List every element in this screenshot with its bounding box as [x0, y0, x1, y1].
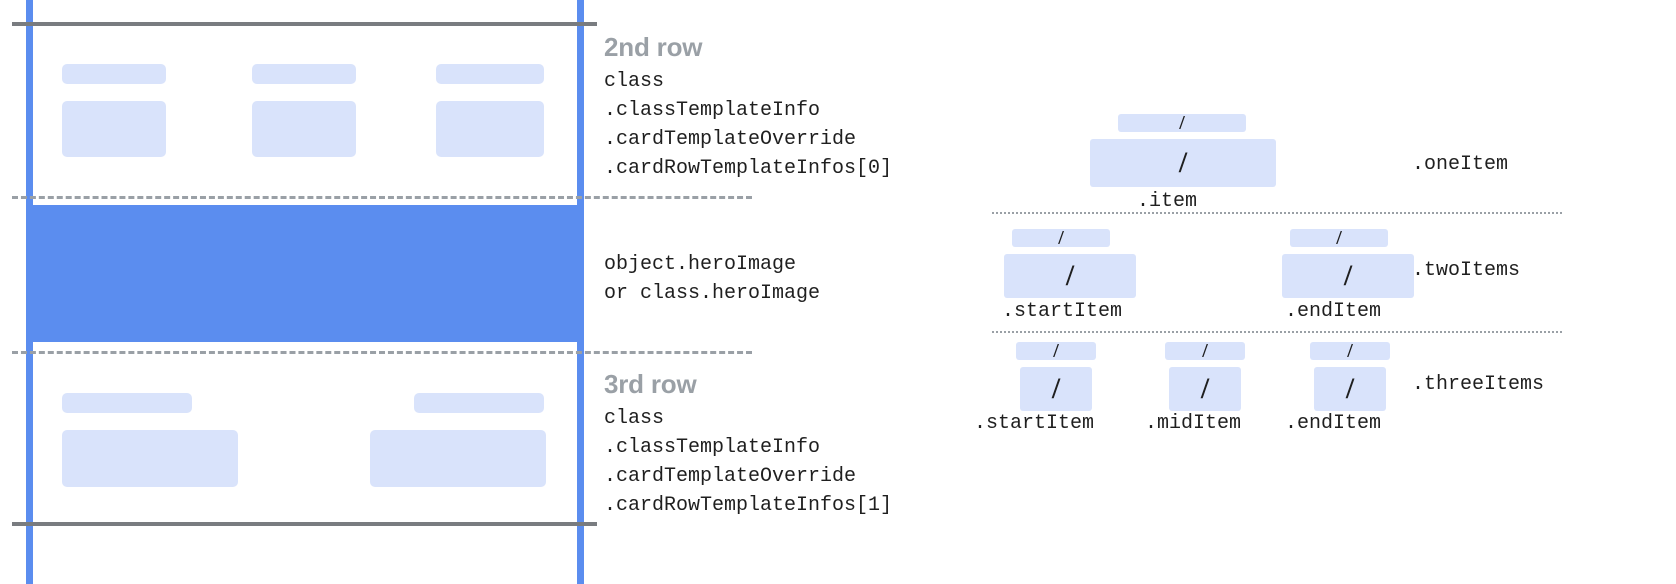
- callout-second-row: 2nd row class .classTemplateInfo .cardTe…: [604, 32, 892, 183]
- item-label-two-end: .endItem: [1285, 300, 1382, 323]
- slash-glyph: /: [1058, 227, 1064, 249]
- hero-image-band: [29, 205, 581, 342]
- horizontal-rule-top: [12, 22, 597, 26]
- skeleton-value-r2-c2: [252, 101, 356, 157]
- callout-second-row-line-3: .cardRowTemplateInfos[0]: [604, 156, 893, 180]
- callout-second-row-line-2: .cardTemplateOverride: [604, 127, 857, 151]
- item-label-three-mid: .midItem: [1145, 412, 1242, 435]
- item-cell-one-item: / /: [1090, 112, 1276, 187]
- skeleton-value-r3-c1: [62, 430, 238, 487]
- callout-hero-line-0: object.heroImage: [604, 253, 797, 276]
- callout-third-row-line-2: .cardTemplateOverride: [604, 464, 857, 488]
- item-top-bar: /: [1012, 227, 1110, 249]
- item-top-bar: /: [1118, 112, 1246, 134]
- slash-glyph: /: [1053, 340, 1059, 362]
- dashed-divider-above-hero: [12, 196, 752, 199]
- skeleton-value-r3-c2: [370, 430, 546, 487]
- skeleton-label-r3-c1: [62, 393, 192, 413]
- item-label-item: .item: [1137, 190, 1198, 213]
- callout-second-row-line-0: class: [604, 69, 665, 93]
- group-separator-1: [992, 212, 1562, 214]
- item-top-bar: /: [1016, 340, 1096, 362]
- item-top-bar: /: [1310, 340, 1390, 362]
- skeleton-value-r2-c1: [62, 101, 166, 157]
- slash-glyph: /: [1065, 259, 1075, 292]
- callout-hero-image: object.heroImage or class.heroImage: [604, 250, 820, 308]
- skeleton-label-r2-c3: [436, 64, 544, 84]
- item-main-box: /: [1020, 367, 1092, 411]
- item-cell-three-end: / /: [1310, 340, 1390, 411]
- group-separator-2: [992, 331, 1562, 333]
- slash-glyph: /: [1200, 372, 1210, 405]
- item-label-two-start: .startItem: [1002, 300, 1123, 323]
- dashed-divider-below-hero: [12, 351, 752, 354]
- callout-third-row-line-1: .classTemplateInfo: [604, 435, 821, 459]
- item-top-bar: /: [1165, 340, 1245, 362]
- item-top-bar: /: [1290, 227, 1388, 249]
- item-main-box: /: [1169, 367, 1241, 411]
- item-main-box: /: [1314, 367, 1386, 411]
- item-cell-two-end: / /: [1282, 227, 1414, 298]
- slash-glyph: /: [1179, 112, 1185, 134]
- item-layout-diagram: / / .item .oneItem / / .startItem / /: [960, 0, 1676, 584]
- slash-glyph: /: [1343, 259, 1353, 292]
- slash-glyph: /: [1347, 340, 1353, 362]
- group-label-three-items: .threeItems: [1412, 373, 1545, 396]
- skeleton-label-r2-c2: [252, 64, 356, 84]
- callout-third-row-heading: 3rd row: [604, 369, 697, 399]
- item-cell-two-start: / /: [1004, 227, 1136, 298]
- skeleton-label-r2-c1: [62, 64, 166, 84]
- callout-third-row: 3rd row class .classTemplateInfo .cardTe…: [604, 369, 892, 520]
- slash-glyph: /: [1345, 372, 1355, 405]
- slash-glyph: /: [1051, 372, 1061, 405]
- skeleton-label-r3-c2: [414, 393, 544, 413]
- card-template-diagram: [0, 0, 752, 584]
- item-label-three-end: .endItem: [1285, 412, 1382, 435]
- slash-glyph: /: [1336, 227, 1342, 249]
- skeleton-value-r2-c3: [436, 101, 544, 157]
- item-main-box: /: [1090, 139, 1276, 187]
- item-cell-three-start: / /: [1016, 340, 1096, 411]
- item-cell-three-mid: / /: [1165, 340, 1245, 411]
- item-main-box: /: [1282, 254, 1414, 298]
- callout-third-row-line-0: class: [604, 406, 665, 430]
- group-label-two-items: .twoItems: [1412, 259, 1521, 282]
- callout-third-row-line-3: .cardRowTemplateInfos[1]: [604, 493, 893, 517]
- callout-second-row-line-1: .classTemplateInfo: [604, 98, 821, 122]
- callout-hero-line-1: or class.heroImage: [604, 282, 821, 305]
- callout-second-row-heading: 2nd row: [604, 32, 703, 62]
- group-label-one-item: .oneItem: [1412, 153, 1509, 176]
- slash-glyph: /: [1178, 146, 1188, 179]
- horizontal-rule-bottom: [12, 522, 597, 526]
- slash-glyph: /: [1202, 340, 1208, 362]
- item-main-box: /: [1004, 254, 1136, 298]
- item-label-three-start: .startItem: [974, 412, 1095, 435]
